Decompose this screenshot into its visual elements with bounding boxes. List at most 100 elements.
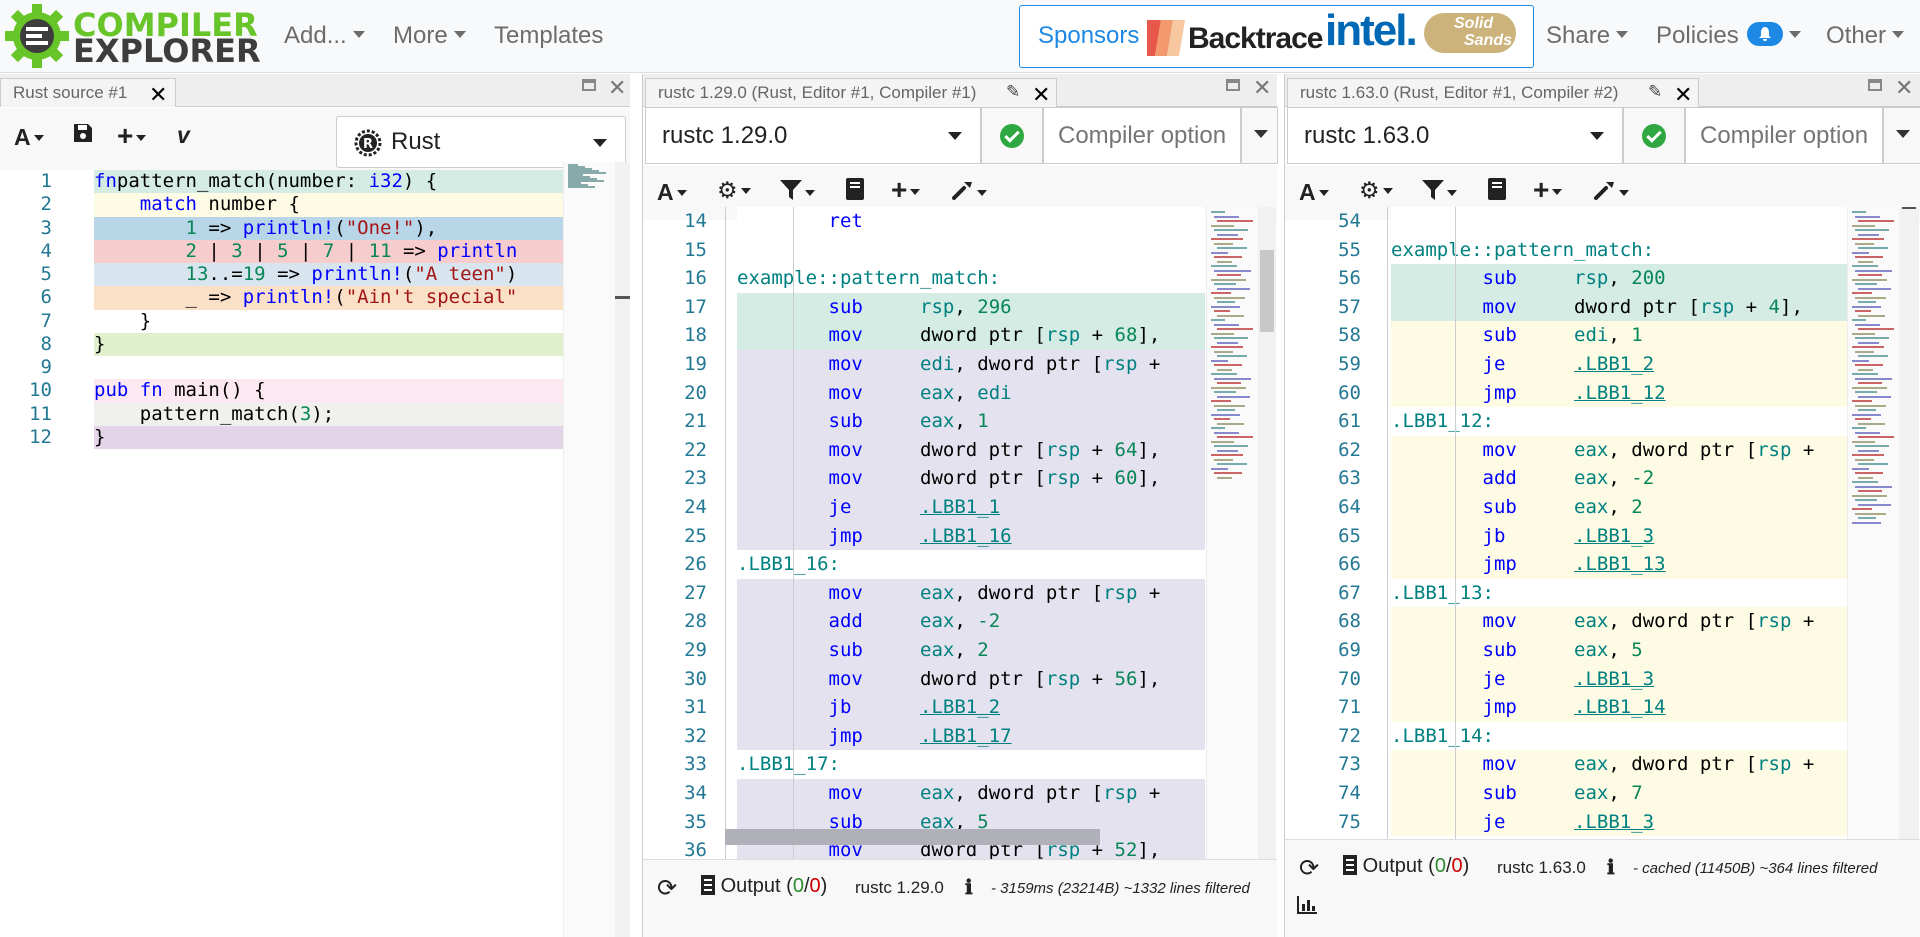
close-pane-icon[interactable]: ✕: [1253, 75, 1272, 100]
compiler1-scrollbar[interactable]: [1258, 207, 1276, 859]
tools-icon[interactable]: [952, 178, 987, 206]
filter-icon[interactable]: [780, 179, 815, 206]
asm-line[interactable]: 63 add eax, -2: [1285, 464, 1847, 493]
source-line[interactable]: 11 pattern_match(3);: [0, 402, 563, 426]
asm-line[interactable]: 31 jb .LBB1_2: [643, 693, 1205, 722]
compiler2-options-dropdown[interactable]: [1883, 107, 1920, 164]
vim-icon[interactable]: v: [177, 122, 190, 148]
source-line[interactable]: 4 2 | 3 | 5 | 7 | 11 => println: [0, 239, 563, 263]
book-icon[interactable]: [1488, 178, 1506, 206]
asm-line[interactable]: 24 je .LBB1_1: [643, 493, 1205, 522]
tab-compiler1[interactable]: rustc 1.29.0 (Rust, Editor #1, Compiler …: [645, 78, 1057, 107]
asm-line[interactable]: 23 mov dword ptr [rsp + 60],: [643, 464, 1205, 493]
output-button[interactable]: Output (0/0): [1343, 855, 1469, 878]
source-line[interactable]: 3 1 => println!("One!"),: [0, 216, 563, 240]
add-new-icon[interactable]: +: [117, 120, 147, 152]
compiler1-select[interactable]: rustc 1.29.0: [645, 107, 981, 164]
add-new-icon[interactable]: +: [891, 174, 921, 206]
asm-line[interactable]: 25 jmp .LBB1_16: [643, 521, 1205, 551]
source-line[interactable]: 2 match number {: [0, 193, 563, 217]
asm-line[interactable]: 72.LBB1_14:: [1285, 721, 1847, 751]
source-line[interactable]: 9: [0, 356, 563, 380]
solid-sands-logo[interactable]: Solid Sands: [1424, 13, 1516, 53]
chart-icon[interactable]: [1297, 896, 1317, 920]
asm-line[interactable]: 32 jmp .LBB1_17: [643, 721, 1205, 751]
asm-line[interactable]: 64 sub eax, 2: [1285, 493, 1847, 522]
asm-line[interactable]: 75 je .LBB1_3: [1285, 807, 1847, 837]
asm-line[interactable]: 27 mov eax, dword ptr [rsp +: [643, 578, 1205, 608]
language-select[interactable]: R Rust: [336, 116, 626, 168]
tools-icon[interactable]: [1594, 178, 1629, 206]
info-icon[interactable]: ℹ: [1607, 857, 1615, 879]
compiler1-options-input[interactable]: [1043, 107, 1241, 164]
asm-line[interactable]: 54: [1285, 207, 1847, 236]
asm-line[interactable]: 22 mov dword ptr [rsp + 64],: [643, 435, 1205, 465]
asm-line[interactable]: 29 sub eax, 2: [643, 636, 1205, 665]
asm-line[interactable]: 56 sub rsp, 200: [1285, 264, 1847, 293]
maximize-icon[interactable]: [1226, 79, 1240, 91]
asm-line[interactable]: 73 mov eax, dword ptr [rsp +: [1285, 750, 1847, 779]
maximize-icon[interactable]: [582, 79, 596, 91]
refresh-icon[interactable]: ⟳: [657, 875, 678, 902]
asm-line[interactable]: 14 ret: [643, 207, 1205, 236]
source-scrollbar[interactable]: [615, 162, 630, 937]
more-menu[interactable]: More: [393, 22, 466, 50]
source-line[interactable]: 7 }: [0, 309, 563, 333]
compiler2-options-input[interactable]: [1685, 107, 1883, 164]
asm-line[interactable]: 15: [643, 235, 1205, 265]
close-pane-icon[interactable]: ✕: [1895, 75, 1914, 100]
asm-line[interactable]: 70 je .LBB1_3: [1285, 664, 1847, 694]
asm-line[interactable]: 34 mov eax, dword ptr [rsp +: [643, 779, 1205, 808]
pencil-icon[interactable]: ✎: [1648, 82, 1663, 101]
font-size-icon[interactable]: A: [657, 179, 687, 206]
asm-line[interactable]: 67.LBB1_13:: [1285, 578, 1847, 608]
save-icon[interactable]: [73, 122, 93, 149]
book-icon[interactable]: [846, 178, 864, 206]
compiler2-minimap[interactable]: [1847, 207, 1899, 839]
compiler1-options-dropdown[interactable]: [1241, 107, 1278, 164]
asm-line[interactable]: 60 jmp .LBB1_12: [1285, 378, 1847, 408]
compiler-explorer-logo[interactable]: COMPILER EXPLORER: [0, 0, 261, 73]
compiler2-scrollbar[interactable]: [1899, 207, 1919, 839]
other-menu[interactable]: Other: [1826, 22, 1905, 50]
asm-line[interactable]: 26.LBB1_16:: [643, 550, 1205, 579]
compiler2-select[interactable]: rustc 1.63.0: [1287, 107, 1623, 164]
source-line[interactable]: 5 13..=19 => println!("A teen"): [0, 263, 563, 287]
asm-line[interactable]: 69 sub eax, 5: [1285, 636, 1847, 665]
source-line[interactable]: 8}: [0, 332, 563, 356]
intel-logo[interactable]: intel.: [1325, 6, 1418, 55]
asm-line[interactable]: 19 mov edi, dword ptr [rsp +: [643, 350, 1205, 379]
policies-menu[interactable]: Policies: [1656, 22, 1802, 50]
tab-compiler2[interactable]: rustc 1.63.0 (Rust, Editor #1, Compiler …: [1287, 78, 1699, 107]
font-size-icon[interactable]: A: [1299, 179, 1329, 206]
asm-line[interactable]: 59 je .LBB1_2: [1285, 350, 1847, 379]
asm-line[interactable]: 21 sub eax, 1: [643, 407, 1205, 436]
asm-line[interactable]: 20 mov eax, edi: [643, 378, 1205, 408]
asm-line[interactable]: 58 sub edi, 1: [1285, 321, 1847, 350]
maximize-icon[interactable]: [1868, 79, 1882, 91]
asm-line[interactable]: 17 sub rsp, 296: [643, 292, 1205, 322]
asm-line[interactable]: 33.LBB1_17:: [643, 750, 1205, 779]
add-new-icon[interactable]: +: [1533, 174, 1563, 206]
tab-rust-source[interactable]: Rust source #1 ✕: [0, 78, 176, 107]
compiler1-minimap[interactable]: [1206, 207, 1258, 859]
templates-link[interactable]: Templates: [494, 22, 604, 49]
info-icon[interactable]: ℹ: [965, 877, 973, 899]
pencil-icon[interactable]: ✎: [1006, 82, 1021, 101]
asm-line[interactable]: 65 jb .LBB1_3: [1285, 521, 1847, 551]
asm-line[interactable]: 57 mov dword ptr [rsp + 4],: [1285, 292, 1847, 322]
add-menu[interactable]: Add...: [284, 22, 365, 50]
gear-icon[interactable]: ⚙: [1359, 177, 1393, 204]
asm-line[interactable]: 30 mov dword ptr [rsp + 56],: [643, 664, 1205, 694]
asm-line[interactable]: 62 mov eax, dword ptr [rsp +: [1285, 435, 1847, 465]
gear-icon[interactable]: ⚙: [717, 177, 751, 204]
asm-line[interactable]: 68 mov eax, dword ptr [rsp +: [1285, 607, 1847, 636]
close-icon[interactable]: ✕: [149, 82, 168, 107]
